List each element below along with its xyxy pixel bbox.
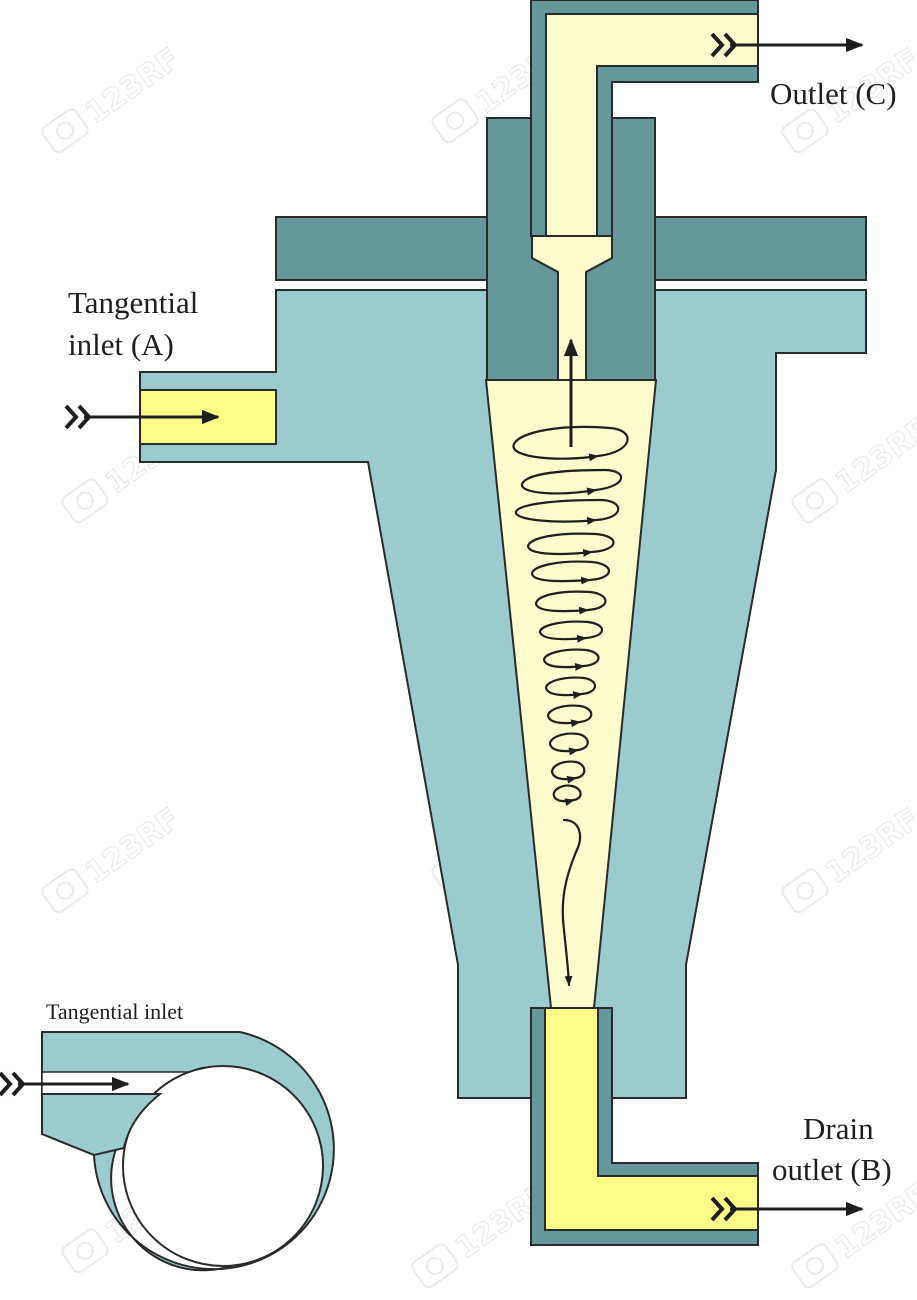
- tangential-inlet-detail: [0, 1031, 335, 1272]
- inlet-a-flow-arrow: [64, 404, 220, 430]
- inlet-detail-lip: [41, 1093, 163, 1157]
- svg-text:123RF: 123RF: [829, 1177, 917, 1267]
- inlet-detail-chamber: [122, 1065, 324, 1267]
- svg-text:123RF: 123RF: [819, 802, 917, 892]
- label-tangential-inlet-detail: Tangential inlet: [46, 999, 183, 1024]
- vortex-spiral: [512, 425, 629, 987]
- watermark-stamp: 123RF: [791, 411, 917, 524]
- label-drain-outlet-b-line2: outlet (B): [772, 1152, 892, 1187]
- label-outlet-c: Outlet (C): [770, 76, 897, 111]
- svg-text:123RF: 123RF: [79, 42, 186, 132]
- svg-text:123RF: 123RF: [829, 412, 917, 502]
- label-tangential-inlet-a-line1: Tangential: [68, 285, 198, 320]
- watermark-stamp: 123RF: [791, 1176, 917, 1289]
- watermark-stamp: 123RF: [41, 801, 187, 914]
- label-tangential-inlet-a-line2: inlet (A): [68, 327, 174, 362]
- watermark-stamp: 123RF: [781, 801, 917, 914]
- inlet-detail-flow-arrow: [0, 1071, 130, 1097]
- vortex-finder-nozzle: [531, 235, 613, 381]
- label-drain-outlet-b-line1: Drain: [803, 1111, 874, 1146]
- drain-b-flow-arrow: [710, 1196, 864, 1222]
- svg-text:123RF: 123RF: [79, 802, 186, 892]
- watermark-stamp: 123RF: [41, 41, 187, 154]
- outlet-c-flow-arrow: [710, 32, 864, 58]
